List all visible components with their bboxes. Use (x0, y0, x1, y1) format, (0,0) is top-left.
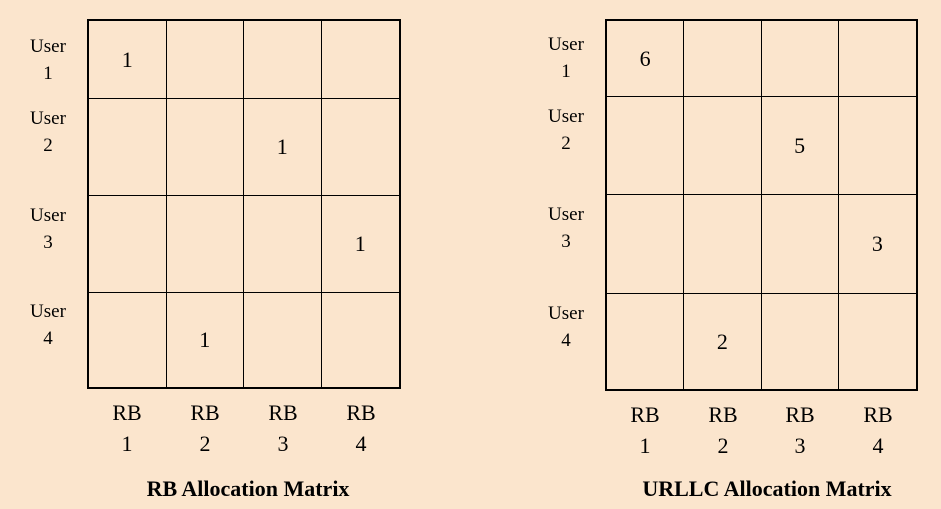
col-label-number: 1 (121, 431, 133, 456)
col-label-rb-2: RB 2 (693, 399, 753, 461)
matrix-cell: 6 (607, 21, 685, 97)
matrix-cell (166, 21, 244, 99)
matrix-cell: 1 (244, 99, 322, 196)
row-label-user-1: User 1 (18, 33, 78, 87)
col-label-number: 2 (717, 433, 729, 458)
matrix-cell: 1 (321, 196, 399, 293)
row-label-number: 3 (561, 231, 571, 252)
col-label-word: RB (708, 402, 738, 427)
row-label-word: User (548, 204, 584, 225)
col-label-rb-1: RB 1 (97, 397, 157, 459)
matrix-cell (244, 196, 322, 293)
matrix-cell: 1 (167, 293, 244, 387)
allocation-grid: 1 1 1 1 (87, 19, 401, 389)
row-label-number: 1 (561, 61, 571, 82)
col-label-word: RB (112, 400, 142, 425)
matrix-cell (244, 293, 322, 387)
urllc-allocation-matrix: User 1 User 2 User 3 User 4 6 5 3 2 RB 1… (470, 0, 941, 509)
matrix-cell: 3 (838, 195, 916, 294)
row-label-number: 2 (561, 133, 571, 154)
row-label-number: 2 (43, 135, 53, 156)
matrix-cell (321, 21, 399, 99)
row-label-user-4: User 4 (536, 300, 596, 354)
col-label-rb-4: RB 4 (331, 397, 391, 459)
row-label-user-4: User 4 (18, 298, 78, 352)
matrix-cell (166, 196, 244, 293)
row-label-word: User (548, 303, 584, 324)
matrix-cell (244, 21, 322, 99)
row-label-user-3: User 3 (536, 201, 596, 255)
matrix-cell (607, 294, 685, 389)
matrix-cell: 1 (89, 21, 167, 99)
col-label-rb-3: RB 3 (770, 399, 830, 461)
matrix-cell: 5 (761, 97, 839, 195)
matrix-title: URLLC Allocation Matrix (642, 476, 892, 501)
matrix-cell (684, 21, 762, 97)
matrix-cell: 2 (684, 294, 762, 389)
row-label-word: User (30, 301, 66, 322)
col-label-rb-1: RB 1 (615, 399, 675, 461)
matrix-cell (607, 195, 685, 294)
matrix-cell (761, 195, 839, 294)
matrix-cell (839, 294, 916, 389)
matrix-cell (89, 293, 167, 387)
matrix-cell (321, 99, 399, 196)
col-label-word: RB (785, 402, 815, 427)
col-label-word: RB (863, 402, 893, 427)
row-label-number: 1 (43, 63, 53, 84)
col-label-rb-3: RB 3 (253, 397, 313, 459)
matrix-cell (838, 97, 916, 195)
matrix-cell (166, 99, 244, 196)
row-label-number: 4 (561, 330, 571, 351)
matrix-cell (684, 97, 762, 195)
row-label-user-2: User 2 (18, 105, 78, 159)
matrix-cell (762, 294, 839, 389)
matrix-cell (761, 21, 839, 97)
matrix-cell (838, 21, 916, 97)
col-label-number: 4 (355, 431, 367, 456)
col-label-number: 2 (199, 431, 211, 456)
col-label-number: 3 (277, 431, 289, 456)
col-label-word: RB (190, 400, 220, 425)
row-label-user-1: User 1 (536, 31, 596, 85)
row-label-word: User (548, 106, 584, 127)
col-label-number: 4 (872, 433, 884, 458)
matrix-cell (89, 196, 167, 293)
col-label-rb-4: RB 4 (848, 399, 908, 461)
matrix-cell (89, 99, 167, 196)
row-label-word: User (30, 108, 66, 129)
row-label-word: User (30, 205, 66, 226)
row-label-user-2: User 2 (536, 103, 596, 157)
row-label-word: User (30, 36, 66, 57)
col-label-number: 1 (639, 433, 651, 458)
matrix-title: RB Allocation Matrix (146, 476, 350, 501)
row-label-number: 4 (43, 328, 53, 349)
col-label-rb-2: RB 2 (175, 397, 235, 459)
matrix-cell (684, 195, 762, 294)
allocation-grid: 6 5 3 2 (605, 19, 918, 391)
row-label-number: 3 (43, 232, 53, 253)
rb-allocation-matrix: User 1 User 2 User 3 User 4 1 1 1 1 RB 1… (0, 0, 470, 509)
row-label-word: User (548, 34, 584, 55)
matrix-cell (322, 293, 400, 387)
col-label-word: RB (630, 402, 660, 427)
col-label-number: 3 (794, 433, 806, 458)
col-label-word: RB (268, 400, 298, 425)
matrix-cell (607, 97, 685, 195)
col-label-word: RB (346, 400, 376, 425)
row-label-user-3: User 3 (18, 202, 78, 256)
